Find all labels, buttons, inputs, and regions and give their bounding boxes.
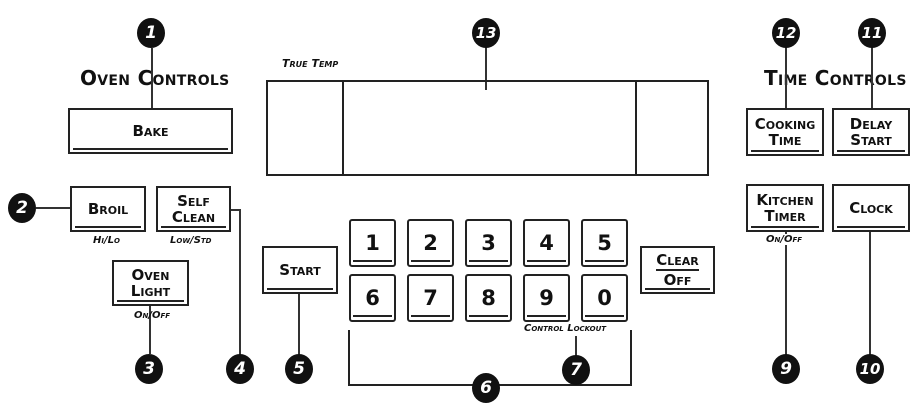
oven-light-label-line1: Oven <box>131 266 170 284</box>
leader-2 <box>36 207 72 209</box>
bake-button[interactable]: Bake <box>68 108 233 154</box>
leader-10 <box>869 225 871 355</box>
display-divider-left <box>342 82 344 174</box>
key-5-label: 5 <box>597 231 612 255</box>
cooking-time-label-line1: Cooking <box>754 115 816 133</box>
key-2-label: 2 <box>423 231 438 255</box>
kitchen-timer-label-line1: Kitchen <box>756 191 814 209</box>
key-4-label: 4 <box>539 231 554 255</box>
kitchen-timer-button[interactable]: Kitchen Timer <box>746 184 824 232</box>
key-3[interactable]: 3 <box>465 219 512 267</box>
leader-3 <box>149 302 151 354</box>
leader-9 <box>785 225 787 355</box>
leader-12 <box>785 45 787 113</box>
delay-start-label-line1: Delay <box>849 115 893 133</box>
control-lockout-label: Control Lockout <box>524 323 607 334</box>
callout-9: 9 <box>772 354 800 384</box>
callout-10: 10 <box>856 354 884 384</box>
key-8-label: 8 <box>481 286 496 310</box>
delay-start-button[interactable]: Delay Start <box>832 108 910 156</box>
display-window <box>266 80 709 176</box>
off-label: Off <box>663 271 692 289</box>
key-3-label: 3 <box>481 231 496 255</box>
oven-light-sub-label: On/Off <box>134 310 171 321</box>
key-7-label: 7 <box>423 286 438 310</box>
leader-13 <box>485 45 487 90</box>
kitchen-timer-label-line2: Timer <box>764 207 806 225</box>
time-controls-title: Time Controls <box>764 66 907 90</box>
callout-2: 2 <box>8 193 36 223</box>
self-clean-label-line1: Self <box>177 192 210 210</box>
key-1-label: 1 <box>365 231 380 255</box>
key-0-label: 0 <box>597 286 612 310</box>
self-clean-button[interactable]: Self Clean <box>156 186 231 232</box>
key-9-label: 9 <box>539 286 554 310</box>
delay-start-label-line2: Start <box>850 131 892 149</box>
callout-7: 7 <box>562 355 590 385</box>
clear-label: Clear <box>656 251 699 271</box>
key-0[interactable]: 0 <box>581 274 628 322</box>
cooking-time-label-line2: Time <box>768 131 802 149</box>
oven-light-label-line2: Light <box>130 282 171 300</box>
keypad-bracket-right <box>630 330 632 386</box>
key-8[interactable]: 8 <box>465 274 512 322</box>
keypad-bracket-left <box>348 330 350 386</box>
key-9[interactable]: 9 <box>523 274 570 322</box>
clear-off-button[interactable]: Clear Off <box>640 246 715 294</box>
callout-4: 4 <box>226 354 254 384</box>
callout-5: 5 <box>285 354 313 384</box>
clock-button-label: Clock <box>849 199 893 217</box>
leader-7 <box>575 336 577 358</box>
leader-5 <box>298 270 300 358</box>
callout-13: 13 <box>472 18 500 48</box>
callout-6: 6 <box>472 373 500 403</box>
true-temp-label: True Temp <box>282 57 339 70</box>
oven-light-button[interactable]: Oven Light <box>112 260 189 306</box>
leader-4-vertical <box>239 209 241 357</box>
bake-button-label: Bake <box>132 122 169 140</box>
leader-11 <box>871 45 873 113</box>
key-4[interactable]: 4 <box>523 219 570 267</box>
key-5[interactable]: 5 <box>581 219 628 267</box>
callout-11: 11 <box>858 18 886 48</box>
callout-1: 1 <box>137 18 165 48</box>
key-6[interactable]: 6 <box>349 274 396 322</box>
clock-button[interactable]: Clock <box>832 184 910 232</box>
kitchen-timer-sub-label: On/Off <box>766 234 803 245</box>
self-clean-label-line2: Clean <box>171 208 216 226</box>
key-2[interactable]: 2 <box>407 219 454 267</box>
display-divider-right <box>635 82 637 174</box>
key-7[interactable]: 7 <box>407 274 454 322</box>
oven-controls-title: Oven Controls <box>80 66 230 90</box>
callout-12: 12 <box>772 18 800 48</box>
leader-1 <box>151 48 153 108</box>
leader-4-horizontal <box>229 209 241 211</box>
self-clean-sub-label: Low/Std <box>170 235 212 246</box>
broil-button[interactable]: Broil <box>70 186 146 232</box>
broil-sub-label: Hi/Lo <box>93 235 120 246</box>
callout-3: 3 <box>135 354 163 384</box>
broil-button-label: Broil <box>87 200 129 218</box>
key-1[interactable]: 1 <box>349 219 396 267</box>
start-button[interactable]: Start <box>262 246 338 294</box>
cooking-time-button[interactable]: Cooking Time <box>746 108 824 156</box>
key-6-label: 6 <box>365 286 380 310</box>
start-button-label: Start <box>279 261 321 279</box>
